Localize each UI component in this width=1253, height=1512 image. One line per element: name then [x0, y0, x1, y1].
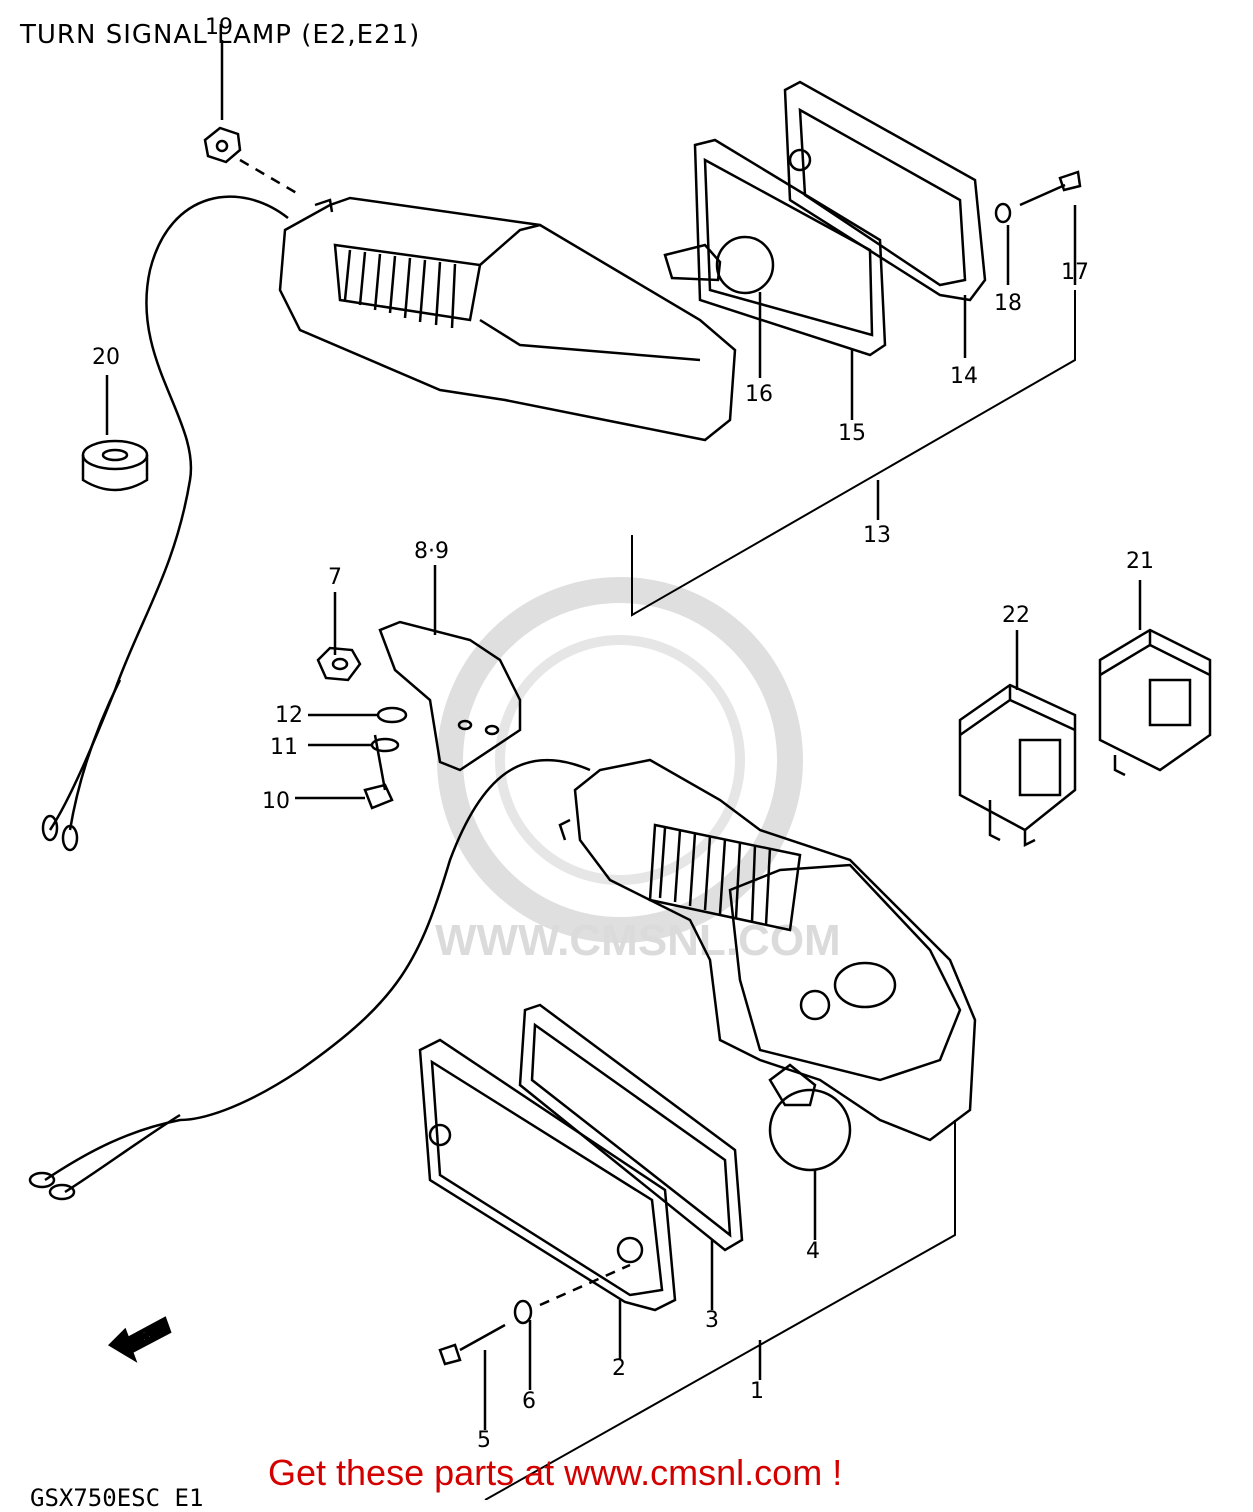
- fwd-arrow-icon: FWD: [107, 1316, 172, 1363]
- part-5-screw: [438, 1323, 506, 1366]
- part-10-bolt: [363, 734, 394, 810]
- callout-16: 16: [745, 382, 773, 407]
- part-8-9-bracket: [378, 620, 522, 772]
- part-6-washer: [513, 1299, 533, 1325]
- upper-wire-lead: [68, 679, 122, 831]
- callout-4: 4: [806, 1239, 820, 1264]
- callout-12: 12: [275, 703, 303, 728]
- callout-2: 2: [612, 1356, 626, 1381]
- callout-7: 7: [328, 565, 342, 590]
- callout-19: 19: [205, 15, 233, 40]
- upper-wire: [48, 195, 289, 831]
- part-2-lens: [418, 1038, 677, 1312]
- part-21-relay: [1098, 628, 1212, 777]
- callout-15: 15: [838, 421, 866, 446]
- callout-11: 11: [270, 735, 298, 760]
- callout-13: 13: [863, 523, 891, 548]
- diagram-title: TURN SIGNAL LAMP (E2,E21): [20, 20, 421, 50]
- callout-21: 21: [1126, 549, 1154, 574]
- part-14-lens: [783, 80, 987, 302]
- callout-10: 10: [262, 789, 290, 814]
- part-20-grommet: [81, 439, 149, 492]
- callout-6: 6: [522, 1389, 536, 1414]
- part-12-washer: [376, 706, 408, 724]
- callout-labels: 1 2 3 4 5 6 7 8·9 10 11 12 13 14 15 16 1…: [92, 15, 1154, 1453]
- part-15-gasket: [693, 138, 887, 357]
- part-17-screw: [1019, 170, 1082, 207]
- callout-22: 22: [1002, 603, 1030, 628]
- part-16-bulb: [663, 235, 775, 295]
- model-code: GSX750ESC E1: [30, 1484, 204, 1512]
- callout-14: 14: [950, 364, 978, 389]
- lower-wire: [44, 758, 591, 1182]
- lower-lamp-housing: [573, 758, 977, 1142]
- part-4-bulb: [768, 1063, 852, 1172]
- callout-18: 18: [994, 291, 1022, 316]
- part-22-relay: [958, 683, 1077, 848]
- part-19-nut: [203, 126, 242, 164]
- part-18-washer: [994, 202, 1012, 224]
- callout-17: 17: [1061, 260, 1089, 285]
- part-7-nut: [316, 646, 362, 682]
- callout-20: 20: [92, 345, 120, 370]
- callout-8-9: 8·9: [414, 539, 449, 564]
- watermark: WWW.CMSNL.COM: [435, 577, 841, 965]
- callout-3: 3: [705, 1308, 719, 1333]
- watermark-text: WWW.CMSNL.COM: [435, 916, 841, 965]
- callout-1: 1: [750, 1379, 764, 1404]
- upper-lamp-housing: [278, 196, 737, 442]
- part-3-gasket: [518, 1003, 744, 1252]
- footer-link[interactable]: Get these parts at www.cmsnl.com !: [268, 1452, 843, 1493]
- callout-5: 5: [477, 1428, 491, 1453]
